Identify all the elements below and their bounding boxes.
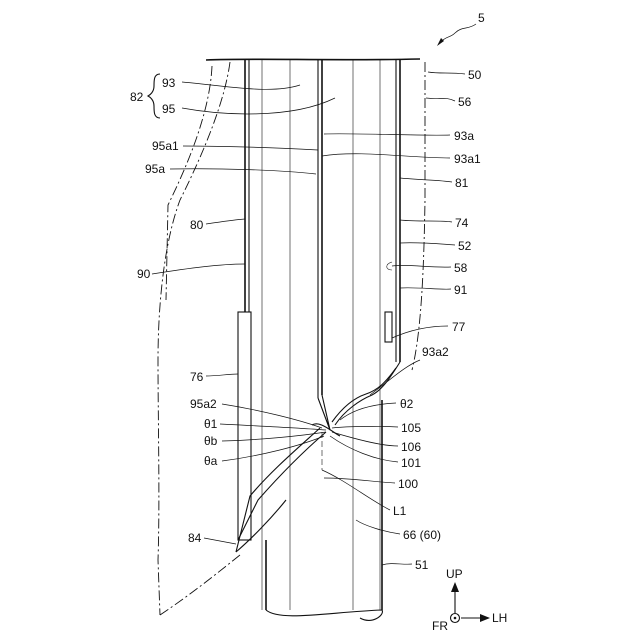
- label-95a2: 95a2: [190, 397, 217, 411]
- pipe-66-bottom: [266, 610, 382, 620]
- leader-52: [400, 243, 455, 245]
- label-91: 91: [454, 283, 468, 297]
- axis-fr-label: FR: [432, 619, 448, 633]
- leader-95: [182, 98, 335, 114]
- label-95a1: 95a1: [152, 139, 179, 153]
- leader-56: [426, 98, 455, 101]
- part-58: [387, 262, 392, 270]
- part-77: [385, 312, 392, 342]
- label-93: 93: [162, 76, 176, 90]
- label-50: 50: [468, 68, 482, 82]
- leader-76: [206, 374, 238, 376]
- part-76: [238, 312, 251, 540]
- leader-thetaa: [222, 436, 324, 461]
- leader-93a2: [370, 360, 420, 395]
- label-93a: 93a: [454, 129, 474, 143]
- label-66: 66 (60): [403, 528, 441, 542]
- arrow-up-head: [451, 582, 459, 592]
- label-58: 58: [454, 261, 468, 275]
- tip-84: [236, 500, 286, 552]
- axis-lh-label: LH: [492, 611, 507, 625]
- leader-66: [356, 520, 400, 534]
- label-106: 106: [401, 440, 421, 454]
- label-80: 80: [190, 218, 204, 232]
- leader-101: [330, 436, 398, 462]
- leader-74: [400, 220, 452, 222]
- leader-theta2: [340, 403, 396, 420]
- label-84: 84: [188, 531, 202, 545]
- cut-left-diagonal-inner: [236, 428, 320, 552]
- label-81: 81: [455, 176, 469, 190]
- label-82: 82: [130, 90, 144, 104]
- brace-82: [148, 74, 160, 118]
- label-theta2: θ2: [400, 397, 414, 411]
- leader-90: [152, 264, 245, 274]
- label-51: 51: [415, 558, 429, 572]
- leader-84: [204, 538, 236, 544]
- top-break-line: [206, 59, 420, 60]
- leader-95a2: [222, 404, 322, 428]
- label-56: 56: [458, 95, 472, 109]
- outer-contour-right: [412, 62, 425, 370]
- leader-50: [428, 72, 465, 74]
- leader-93: [182, 82, 300, 89]
- label-74: 74: [455, 216, 469, 230]
- label-105: 105: [401, 421, 421, 435]
- label-theta1: θ1: [204, 417, 218, 431]
- leader-81: [400, 178, 452, 182]
- label-thetab: θb: [204, 434, 218, 448]
- leader-93a1: [322, 154, 450, 158]
- leader-theta1: [220, 424, 326, 430]
- label-thetaa: θa: [204, 454, 218, 468]
- leader-105: [332, 426, 398, 428]
- label-95a: 95a: [145, 162, 165, 176]
- cut-right-edge-inner: [332, 368, 396, 422]
- leader-80: [206, 219, 245, 224]
- axis-up-label: UP: [446, 567, 463, 581]
- leader-100: [324, 478, 395, 483]
- label-77: 77: [452, 320, 466, 334]
- figure-number: 5: [478, 11, 485, 25]
- label-L1: L1: [393, 504, 407, 518]
- label-76: 76: [190, 370, 204, 384]
- leader-91: [400, 288, 451, 289]
- label-95: 95: [162, 102, 176, 116]
- figure-number-arrowhead: [437, 38, 444, 46]
- label-90: 90: [137, 267, 151, 281]
- leader-95a: [170, 169, 316, 174]
- leader-58: [392, 265, 451, 267]
- leader-93a: [324, 134, 450, 135]
- figure-number-leader: [441, 24, 476, 42]
- label-93a1: 93a1: [454, 152, 481, 166]
- label-101: 101: [401, 456, 421, 470]
- label-52: 52: [458, 239, 472, 253]
- leader-51: [382, 564, 412, 565]
- label-100: 100: [398, 477, 418, 491]
- axis-fr-dot: [454, 617, 457, 620]
- label-93a2: 93a2: [422, 345, 449, 359]
- contour-bottom: [160, 555, 240, 615]
- arrow-lh-head: [480, 614, 490, 622]
